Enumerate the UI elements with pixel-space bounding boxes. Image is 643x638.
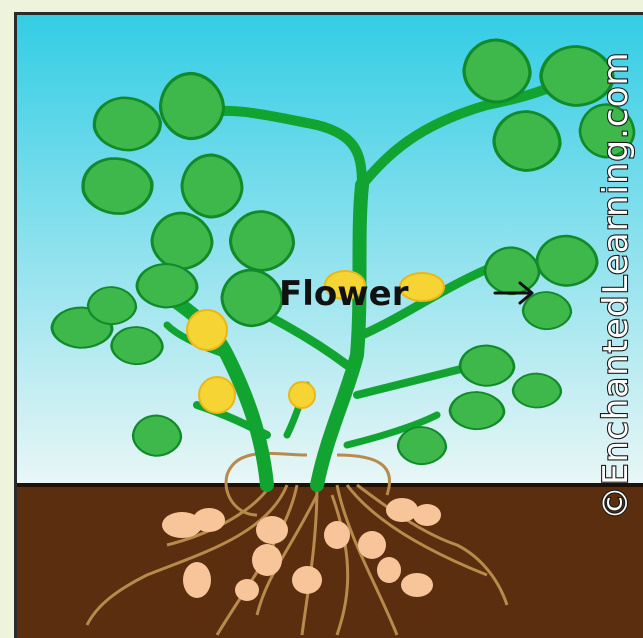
soil xyxy=(17,485,643,638)
watermark: ©EnchantedLearning.com xyxy=(596,51,636,520)
peanut-plant-diagram: Flower ©EnchantedLearning.com xyxy=(14,12,643,638)
plant-illustration: Flower ©EnchantedLearning.com xyxy=(17,15,643,638)
flower-label: Flower xyxy=(279,274,409,314)
